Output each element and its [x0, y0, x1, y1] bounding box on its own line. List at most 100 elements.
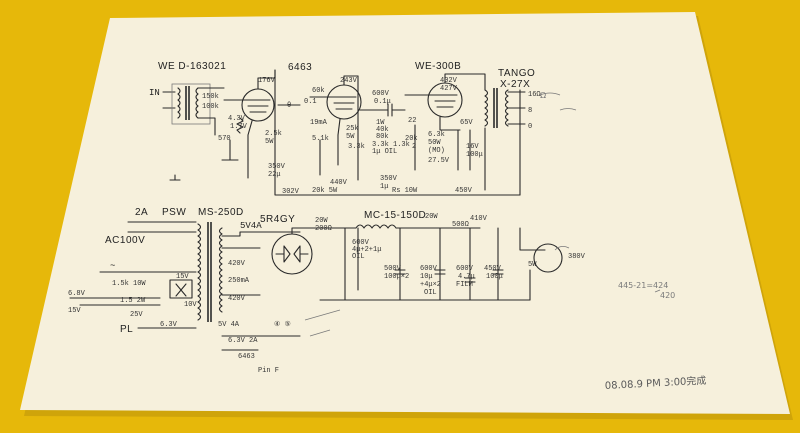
driver-tube-label: 6463 [288, 62, 312, 73]
svg-text:1μ: 1μ [380, 183, 388, 191]
svg-text:600V: 600V [456, 265, 474, 273]
svg-text:20k: 20k [405, 135, 418, 143]
svg-text:600V: 600V [420, 265, 438, 273]
ac-input-label: AC100V [105, 235, 145, 246]
input-wires [162, 91, 176, 109]
v-302: 302V [282, 188, 300, 196]
power-transformer-symbol [197, 222, 223, 322]
side-note: 445-21=424 [618, 281, 668, 290]
svg-text:④ ⑤: ④ ⑤ [274, 320, 291, 329]
svg-text:FILM: FILM [456, 281, 473, 289]
res-20w: 20W [425, 213, 438, 221]
svg-text:5.1k: 5.1k [312, 135, 329, 143]
choke-label: MC-15-150D [364, 210, 426, 221]
svg-text:+4μ×2: +4μ×2 [420, 281, 441, 289]
svg-text:OIL: OIL [424, 289, 437, 297]
v-402: 402V [440, 77, 458, 85]
svg-text:0.1: 0.1 [304, 98, 317, 106]
svg-text:500V: 500V [384, 265, 402, 273]
power-supply-section: 2A PSW MS-250D AC100V 5V4A 5R4GY 420V 25… [68, 207, 586, 375]
svg-text:10V: 10V [184, 301, 197, 309]
svg-text:600V: 600V [372, 90, 390, 98]
svg-text:3.3k: 3.3k [348, 143, 365, 151]
fuse-label: 2A [135, 207, 148, 218]
svg-text:16V: 16V [466, 143, 479, 151]
svg-text:0.1μ: 0.1μ [374, 98, 391, 106]
svg-text:4.3V: 4.3V [228, 115, 246, 123]
svg-text:200Ω: 200Ω [315, 225, 332, 233]
svg-text:3.3k 1.3k: 3.3k 1.3k [372, 141, 410, 149]
svg-text:22μ: 22μ [268, 171, 281, 179]
svg-text:60k: 60k [312, 87, 325, 95]
svg-text:25V: 25V [130, 311, 143, 319]
svg-text:40k: 40k [376, 126, 389, 134]
input-transformer-symbol [171, 83, 225, 136]
voltmeter-symbol [533, 243, 563, 273]
power-transformer-label: MS-250D [198, 207, 244, 218]
output-transformer-label: TANGO [498, 68, 535, 79]
svg-text:100μ×2: 100μ×2 [384, 273, 409, 281]
rectifier-alt-label: 5V4A [240, 221, 262, 231]
svg-text:22: 22 [408, 117, 416, 125]
svg-text:500Ω: 500Ω [452, 221, 469, 229]
driver-tube-1-symbol [223, 69, 276, 161]
svg-text:(MO): (MO) [428, 147, 445, 155]
v-440: 440V [330, 179, 348, 187]
v-243: 243V [340, 77, 358, 85]
svg-text:4.7μ: 4.7μ [458, 273, 475, 281]
svg-text:80k: 80k [376, 133, 389, 141]
svg-text:250mA: 250mA [228, 277, 250, 285]
svg-text:420V: 420V [228, 295, 246, 303]
svg-text:4μ+2+1μ: 4μ+2+1μ [352, 246, 381, 254]
svg-text:1.7V: 1.7V [230, 123, 248, 131]
fil-15v: 15V [68, 307, 81, 315]
svg-text:15V: 15V [176, 273, 189, 281]
svg-text:65V: 65V [460, 119, 473, 127]
pilot-lamp-label: PL [120, 324, 133, 335]
tap-8: 8 [528, 107, 532, 115]
tap-0: 0 [528, 123, 532, 131]
svg-text:19mA: 19mA [310, 119, 328, 127]
svg-text:Pin F: Pin F [258, 367, 279, 375]
fil-5v4a: 5V 4A [218, 321, 240, 329]
bridge-rectifier-symbol [169, 279, 193, 299]
svg-text:1.5k 10W: 1.5k 10W [112, 280, 146, 288]
svg-text:150k: 150k [202, 93, 219, 101]
svg-text:OIL: OIL [352, 253, 365, 261]
output-transformer-model: X-27X [500, 79, 530, 90]
svg-text:27.5V: 27.5V [428, 157, 450, 165]
amplifier-section: WE D-163021 6463 WE-300B TANGO X-27X IN … [149, 61, 546, 196]
heater-6463: 6463 [238, 353, 255, 361]
svg-text:100k: 100k [202, 103, 219, 111]
svg-text:450V: 450V [484, 265, 502, 273]
svg-text:20k 5W: 20k 5W [312, 187, 338, 195]
v-427: 427V [440, 85, 458, 93]
output-tube-label: WE-300B [415, 61, 461, 72]
v-380: 380V [568, 253, 586, 261]
v-410: 410V [470, 215, 488, 223]
svg-text:~: ~ [110, 261, 115, 271]
svg-text:2: 2 [412, 143, 416, 151]
svg-text:Rs 10W: Rs 10W [392, 187, 418, 195]
svg-text:420V: 420V [228, 260, 246, 268]
svg-text:20W: 20W [315, 217, 328, 225]
side-note-2: 420 [660, 291, 675, 300]
svg-text:1W: 1W [376, 119, 385, 127]
tap-16: 16Ω [528, 91, 541, 99]
switch-label: PSW [162, 207, 186, 218]
svg-text:600V: 600V [352, 239, 370, 247]
svg-text:100μ: 100μ [486, 273, 503, 281]
rectifier-tube-symbol [271, 227, 313, 275]
v-176: 176V [258, 77, 276, 85]
svg-text:350V: 350V [380, 175, 398, 183]
svg-text:Ω: Ω [540, 91, 546, 100]
svg-text:25k: 25k [346, 125, 359, 133]
svg-text:10μ: 10μ [420, 273, 433, 281]
rectifier-label: 5R4GY [260, 214, 295, 225]
svg-text:6.3V: 6.3V [160, 321, 178, 329]
paper-sheet [20, 12, 790, 414]
svg-text:6.8V: 6.8V [68, 290, 86, 298]
filter-caps-symbols [319, 227, 531, 301]
svg-text:θ: θ [287, 102, 291, 110]
